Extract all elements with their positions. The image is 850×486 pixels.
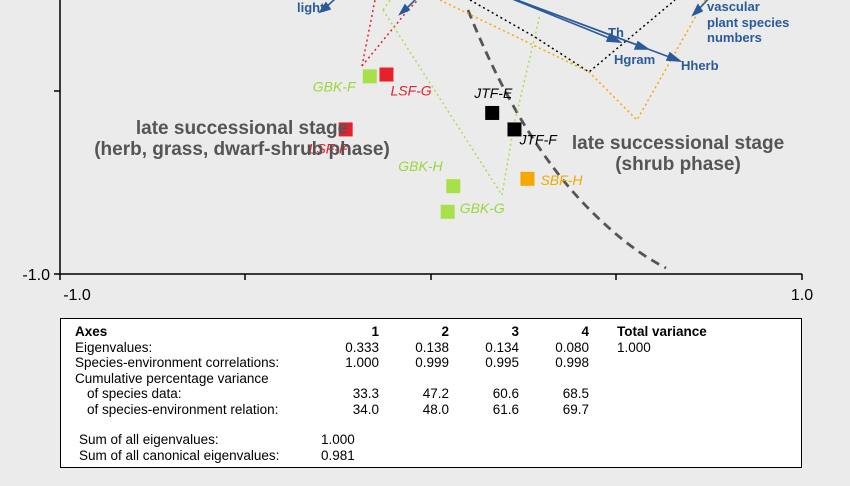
species-label-3: numbers (707, 30, 762, 45)
right-region-line2: (shrub phase) (615, 154, 741, 175)
eigenvalue-summary-table: Axes 1 2 3 4 Total variance Eigenvalues:… (60, 318, 802, 468)
point-gbk-g (440, 204, 455, 219)
cell: 33.3 (352, 386, 379, 401)
point-sbf-h (520, 171, 535, 186)
cell: 0.138 (415, 339, 449, 355)
species-label-1: vascular (707, 0, 760, 14)
table-row: Eigenvalues: 0.333 0.138 0.134 0.080 1.0… (75, 340, 707, 356)
th-vector (512, 0, 615, 41)
point-gbk-f (362, 69, 377, 84)
th-label: Th (608, 25, 624, 40)
point-lsf-f (338, 122, 353, 137)
arrow-head-icon (691, 3, 704, 17)
lsf-connector (361, 0, 419, 67)
cell: 0.333 (345, 339, 379, 355)
successional-boundary-line (466, 9, 667, 270)
table-row: of species-environment relation: 34.0 48… (75, 402, 707, 418)
environment-vectors (318, 0, 709, 62)
cell: 69.7 (562, 401, 589, 417)
cell: 0.080 (555, 339, 589, 355)
row-label: of species-environment relation: (87, 401, 279, 417)
cell (589, 355, 707, 371)
header-total-variance: Total variance (617, 324, 707, 339)
point-label-jtf-e: JTF-E (473, 85, 513, 101)
cell: 0.998 (555, 355, 589, 370)
table-row: of species data: 33.3 47.2 60.6 68.5 (75, 386, 707, 402)
point-gbk-h (446, 179, 461, 194)
point-lsf-g (379, 67, 394, 82)
arrow-head-icon (605, 32, 623, 43)
header-axis-4: 4 (581, 324, 589, 339)
vector-labels: light Th Hgram Hherb vascular plant spec… (297, 0, 789, 73)
point-label-lsf-g: LSF-G (390, 83, 431, 99)
axes: -1.0 -1.0 1.0 (22, 0, 813, 304)
sample-points: LSF-F LSF-G GBK-F GBK-H GBK-G JTF-E JTF-F SBF-H (309, 67, 583, 219)
cell: 68.5 (562, 386, 589, 401)
region-annotations: late successional stage (herb, grass, dw… (94, 118, 784, 175)
row-label: Eigenvalues: (75, 339, 153, 355)
cell: 48.0 (422, 401, 449, 417)
cell: 60.6 (492, 386, 519, 401)
hherb-label: Hherb (681, 58, 719, 73)
row-label: Species-environment correlations: (75, 355, 280, 370)
row-label: Sum of all eigenvalues: (79, 432, 219, 447)
point-label-lsf-f: LSF-F (309, 140, 349, 156)
table-header-row: Axes 1 2 3 4 Total variance (75, 324, 707, 340)
hherb-vector (514, 0, 673, 59)
sbf-connector (439, 0, 706, 122)
cell: 1.000 (345, 355, 379, 370)
header-axis-1: 1 (371, 324, 379, 339)
left-region-line1: late successional stage (136, 118, 348, 139)
header-axis-2: 2 (441, 324, 449, 339)
header-axes: Axes (75, 324, 108, 339)
left-region-line2: (herb, grass, dwarf-shrub phase) (94, 139, 390, 160)
cell: 1.000 (321, 432, 355, 447)
arrow-head-icon (318, 1, 332, 14)
cell: 34.0 (352, 401, 379, 417)
table-row: Cumulative percentage variance (75, 371, 707, 387)
connector-lines (361, 0, 706, 198)
row-label: of species data: (87, 386, 182, 401)
table-row: Species-environment correlations: 1.000 … (75, 355, 707, 371)
point-jtf-e (485, 105, 500, 120)
cell: 1.000 (617, 339, 651, 355)
arrow-head-icon (398, 3, 411, 16)
point-label-gbk-h: GBK-H (398, 158, 443, 174)
hgram-label: Hgram (614, 52, 655, 67)
species-label-2: plant species (707, 15, 789, 30)
cell: 0.999 (415, 355, 449, 370)
y-tick-label: -1.0 (22, 267, 50, 284)
arrow-head-icon (665, 51, 683, 62)
x-tick-label: 1.0 (791, 287, 813, 304)
cell: 0.134 (485, 339, 519, 355)
row-label: Cumulative percentage variance (75, 370, 269, 386)
light-vector (324, 0, 336, 9)
point-jtf-f (507, 122, 522, 137)
row-label: Sum of all canonical eigenvalues: (79, 447, 280, 463)
right-region-line1: late successional stage (572, 133, 784, 154)
ordination-plot: -1.0 -1.0 1.0 light Th Hgram Hherb vascu… (22, 0, 813, 304)
point-label-jtf-f: JTF-F (518, 131, 558, 147)
cell: 0.995 (485, 355, 519, 370)
gbk-connector (382, 0, 541, 198)
point-label-gbk-f: GBK-F (313, 78, 357, 94)
table-row: Sum of all eigenvalues: 1.000 (75, 432, 707, 448)
header-axis-3: 3 (511, 324, 519, 339)
cell: 47.2 (422, 386, 449, 401)
cell: 0.981 (321, 447, 355, 463)
point-label-gbk-g: GBK-G (460, 200, 505, 216)
cell: 61.6 (492, 401, 519, 417)
jtf-connector (469, 0, 676, 73)
table-row: Sum of all canonical eigenvalues: 0.981 (75, 448, 707, 464)
point-label-sbf-h: SBF-H (540, 172, 583, 188)
light-label: light (297, 0, 325, 15)
x-tick-label: -1.0 (63, 287, 91, 304)
